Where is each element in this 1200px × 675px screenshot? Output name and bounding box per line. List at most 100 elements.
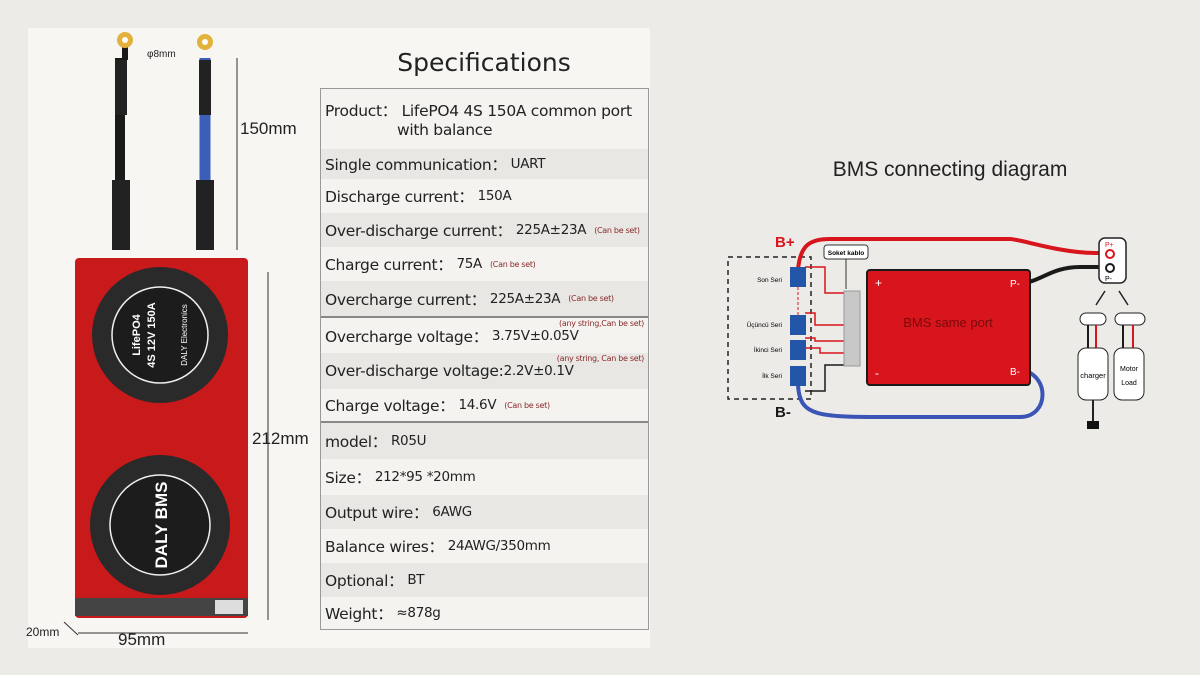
wire-boot [112,180,130,250]
spec-value: LifePO4 4S 150A common port [401,102,632,120]
spec-value: 2.2V±0.1V [503,363,574,379]
cell-label: Üçüncü Seri [747,321,782,329]
spec-label: Output wire： [325,504,429,522]
balance-wires [805,266,845,354]
spec-value: 3.75V±0.05V [491,327,579,344]
wire-sleeve [199,60,211,115]
spec-value: 75A [456,256,482,272]
load-label: Load [1121,380,1137,387]
p-plus-terminal [1105,249,1115,259]
balance-wire-negative [805,364,845,392]
terminal-hole [202,39,208,45]
terminal-hole [122,37,128,43]
spec-label: Weight： [325,605,393,623]
bms-connection-diagram: Son Seri Üçüncü Seri İkinci Seri İlk Ser… [727,234,1146,429]
spec-value: 150A [477,188,512,204]
label-circle [111,286,209,384]
spec-row: Weight：≈878g [321,597,648,629]
p-plus-label: P+ [1105,242,1114,249]
cell-2 [790,340,806,360]
spec-label: model： [325,433,387,451]
spec-value: 212*95 *20mm [374,469,476,485]
spec-note: (Can be set) [568,294,614,303]
spec-label: Over-discharge voltage: [325,362,504,380]
spec-row: Size：212*95 *20mm [321,459,648,495]
load-plug [1114,312,1146,326]
spec-row: Over-discharge current：225A±23A (Can be s… [321,213,648,247]
spec-value: 6AWG [432,504,472,520]
dim-height: 212mm [252,429,309,448]
balance-connector [215,600,243,614]
b-plus-wire [796,237,1105,271]
cell-4 [790,267,806,287]
dim-line [63,621,79,636]
cell-label: İkinci Seri [754,345,782,354]
label-brand: DALY Electronics [180,304,189,366]
bms-plus-label: + [875,276,882,290]
bms-b-minus-label: B- [1010,367,1020,378]
balance-socket [843,290,861,367]
output-terminal-block [1098,237,1127,284]
spec-row: model：R05U [321,421,648,459]
motor-label: Motor [1120,366,1139,373]
case-bottom [75,598,248,616]
ac-plug-icon [1087,421,1099,429]
spec-value: 225A±23A [515,222,587,238]
spec-row: Over-discharge voltage:2.2V±0.1V(any str… [321,353,648,389]
bms-board [866,269,1031,386]
socket-label: Soket kablo [828,250,865,257]
spec-label: Product： [325,102,397,120]
spec-note: (any string, Can be set) [556,354,645,363]
dim-thickness: 20mm [26,625,60,639]
b-minus-label: B- [775,404,791,421]
daly-logo: DALY BMS [152,482,171,569]
spec-row: Overcharge voltage：3.75V±0.05V(any strin… [321,316,648,353]
wire-boot [196,180,214,250]
bms-label: BMS same port [903,315,993,330]
bms-p-minus-label: P- [1010,279,1020,290]
specs-title: Specifications [397,48,571,77]
spec-label: Discharge current： [325,188,474,206]
arrow-icon [1095,290,1129,306]
spec-value: 14.6V [458,397,497,413]
p-minus-label: P- [1105,276,1113,283]
spec-label: Overcharge voltage： [325,327,488,346]
spec-label: Over-discharge current： [325,222,512,240]
spec-table: Product： LifePO4 4S 150A common port wit… [320,88,649,630]
spec-row-product: Product： LifePO4 4S 150A common port wit… [321,89,648,149]
cell-label: Son Seri [757,277,782,284]
spec-label: Single communication： [325,156,507,174]
b-plus-label: B+ [775,234,795,251]
spec-value: ≈878g [396,605,441,621]
p-minus-terminal [1105,263,1115,273]
spec-label: Overcharge current： [325,290,486,309]
spec-row: Single communication：UART [321,149,648,179]
dim-wire-length: 150mm [240,119,297,138]
spec-note: (Can be set) [594,225,640,235]
logo-circle [109,474,211,576]
spec-row: Charge current：75A (Can be set) [321,247,648,281]
cell-1 [790,366,806,386]
spec-row: Charge voltage：14.6V(Can be set) [321,389,648,421]
spec-value: 24AWG/350mm [447,538,551,554]
charger-plug [1079,312,1107,326]
spec-value: R05U [390,433,427,449]
spec-label: Charge current： [325,256,453,274]
dim-width: 95mm [118,630,166,649]
spec-note: (any string,Can be set) [559,319,644,328]
spec-label: Optional： [325,572,404,590]
spec-label: Balance wires： [325,538,444,556]
battery-pack-outline [727,256,812,400]
spec-value: UART [510,156,546,172]
b-minus-wire [796,368,1045,420]
spec-note: (Can be set) [504,400,550,410]
cell-label: İlk Seri [762,371,782,380]
label-chemistry: LifePO4 [131,313,143,355]
motor-load-box [1113,347,1145,401]
spec-row: Overcharge current：225A±23A(Can be set) [321,281,648,316]
label-spec: 4S 12V 150A [146,302,158,367]
spec-row: Discharge current：150A [321,179,648,213]
spec-note: (Can be set) [489,259,536,269]
diagram-title: BMS connecting diagram [832,158,1068,181]
bms-product-drawing: φ8mm LifePO4 4S 12V 150A DALY Electronic… [63,32,269,636]
